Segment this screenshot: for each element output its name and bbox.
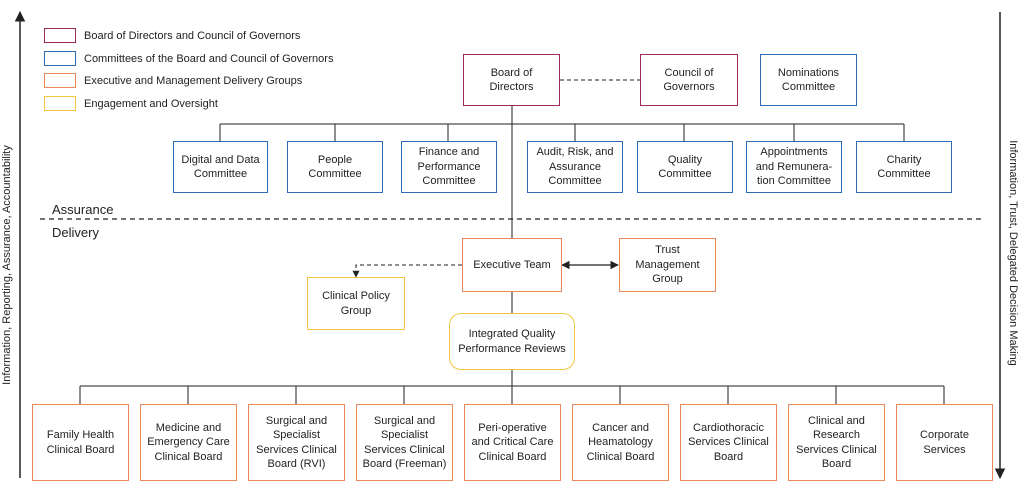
finance-performance-committee-box: Finance and Performance Committee (401, 141, 497, 193)
legend-engagement: Engagement and Oversight (44, 95, 218, 112)
board-of-directors-box: Board of Directors (463, 54, 560, 106)
cardiothoracic-services-clinical-board-box: Cardiothoracic Services Clinical Board (680, 404, 777, 481)
audit-risk-assurance-committee-box: Audit, Risk, and Assurance Committee (527, 141, 623, 193)
appointments-remuneration-committee-box: Appointments and Remunera- tion Committe… (746, 141, 842, 193)
legend-board: Board of Directors and Council of Govern… (44, 27, 300, 44)
left-axis-label: Information, Reporting, Assurance, Accou… (1, 145, 13, 385)
medicine-emergency-care-clinical-board-box: Medicine and Emergency Care Clinical Boa… (140, 404, 237, 481)
council-of-governors-box: Council of Governors (640, 54, 738, 106)
assurance-label: Assurance (52, 202, 114, 217)
integrated-quality-performance-reviews-box: Integrated Quality Performance Reviews (449, 313, 575, 370)
legend-committees: Committees of the Board and Council of G… (44, 50, 333, 67)
clinical-policy-group-box: Clinical Policy Group (307, 277, 405, 330)
surgical-specialist-freeman-clinical-board-box: Surgical and Specialist Services Clinica… (356, 404, 453, 481)
corporate-services-box: Corporate Services (896, 404, 993, 481)
delivery-label: Delivery (52, 225, 99, 240)
digital-data-committee-box: Digital and Data Committee (173, 141, 268, 193)
clinical-research-services-clinical-board-box: Clinical and Research Services Clinical … (788, 404, 885, 481)
right-axis-label: Information, Trust, Delegated Decision M… (1007, 140, 1019, 366)
perioperative-critical-care-clinical-board-box: Peri-operative and Critical Care Clinica… (464, 404, 561, 481)
executive-team-box: Executive Team (462, 238, 562, 292)
charity-committee-box: Charity Committee (856, 141, 952, 193)
legend-executive: Executive and Management Delivery Groups (44, 72, 302, 89)
nominations-committee-box: Nominations Committee (760, 54, 857, 106)
trust-management-group-box: Trust Management Group (619, 238, 716, 292)
surgical-specialist-rvi-clinical-board-box: Surgical and Specialist Services Clinica… (248, 404, 345, 481)
people-committee-box: People Committee (287, 141, 383, 193)
cancer-heamatology-clinical-board-box: Cancer and Heamatology Clinical Board (572, 404, 669, 481)
family-health-clinical-board-box: Family Health Clinical Board (32, 404, 129, 481)
quality-committee-box: Quality Committee (637, 141, 733, 193)
